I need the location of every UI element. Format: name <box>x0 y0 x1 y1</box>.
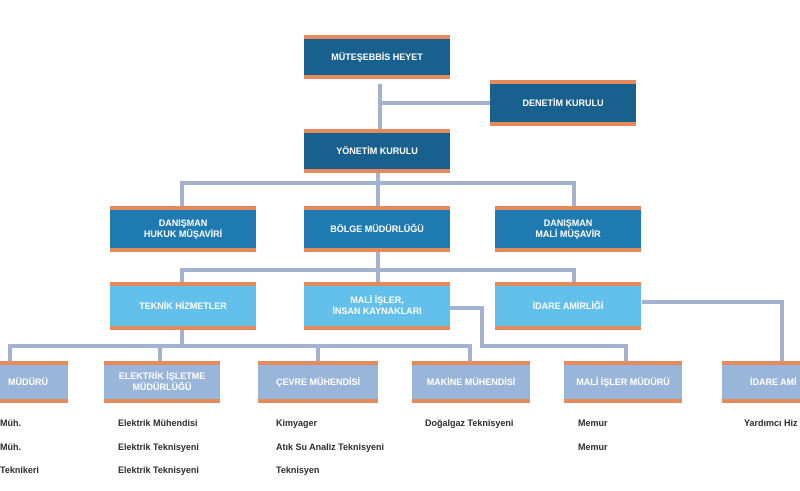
connector-lines <box>8 84 784 364</box>
staff-col5-item: Memur <box>578 418 608 428</box>
node-yonetim-kurulu: YÖNETİM KURULU <box>304 129 450 173</box>
node-label: YÖNETİM KURULU <box>336 145 418 156</box>
node-label: İDARE AMİRLİĞİ <box>532 300 604 311</box>
node-mali-isler-muduru: MALİ İŞLER MÜDÜRÜ <box>564 361 682 403</box>
staff-col2-item: Elektrik Mühendisi <box>118 418 198 428</box>
staff-col3-item: Teknisyen <box>276 465 320 475</box>
staff-col1-item: Müh. <box>0 442 21 452</box>
node-mali-musavir: DANIŞMAN MALİ MÜŞAVİR <box>495 206 641 252</box>
node-label: BÖLGE MÜDÜRLÜĞÜ <box>330 223 424 234</box>
node-mudur: MÜDÜRÜ <box>0 361 68 403</box>
node-label: TEKNİK HİZMETLER <box>139 300 227 311</box>
staff-col3-item: Kimyager <box>276 418 318 428</box>
node-mali-isler-ik: MALİ İŞLER, İNSAN KAYNAKLARI <box>304 282 450 330</box>
node-muteşebbis-heyet: MÜTEŞEBBİS HEYET <box>304 35 450 79</box>
staff-col2-item: Elektrik Teknisyeni <box>118 465 199 475</box>
node-elektrik-isletme: ELEKTRİK İŞLETME MÜDÜRLÜĞÜ <box>104 361 220 403</box>
staff-col6-item: Yardımcı Hiz <box>744 418 798 428</box>
staff-col2-item: Elektrik Teknisyeni <box>118 442 199 452</box>
node-denetim-kurulu: DENETİM KURULU <box>490 80 636 126</box>
node-label: MÜDÜRÜ <box>8 376 48 387</box>
staff-col5-item: Memur <box>578 442 608 452</box>
node-cevre-muhendisi: ÇEVRE MÜHENDİSİ <box>258 361 378 403</box>
staff-col1-item: Müh. <box>0 418 21 428</box>
node-label: DANIŞMAN HUKUK MÜŞAVİRİ <box>143 218 223 239</box>
staff-col1-item: Teknikeri <box>0 465 39 475</box>
node-hukuk-musaviri: DANIŞMAN HUKUK MÜŞAVİRİ <box>110 206 256 252</box>
node-idare-amirligi: İDARE AMİRLİĞİ <box>495 282 641 330</box>
node-label: MALİ İŞLER MÜDÜRÜ <box>576 376 670 387</box>
node-bolge-mudurlugu: BÖLGE MÜDÜRLÜĞÜ <box>304 206 450 252</box>
staff-col3-item: Atık Su Analiz Teknisyeni <box>276 442 385 452</box>
node-label: MÜTEŞEBBİS HEYET <box>331 51 423 62</box>
node-label: DANIŞMAN MALİ MÜŞAVİR <box>535 218 601 239</box>
node-idare-amiri: İDARE AMİ <box>722 361 800 403</box>
node-label: İDARE AMİ <box>750 376 797 387</box>
node-label: MALİ İŞLER, İNSAN KAYNAKLARI <box>332 295 422 316</box>
node-makine-muhendisi: MAKİNE MÜHENDİSİ <box>412 361 530 403</box>
staff-col4-item: Doğalgaz Teknisyeni <box>425 418 514 428</box>
node-label: MAKİNE MÜHENDİSİ <box>426 376 516 387</box>
node-label: DENETİM KURULU <box>522 97 604 108</box>
node-label: ELEKTRİK İŞLETME MÜDÜRLÜĞÜ <box>118 371 206 392</box>
node-teknik-hizmetler: TEKNİK HİZMETLER <box>110 282 256 330</box>
node-label: ÇEVRE MÜHENDİSİ <box>275 376 360 387</box>
